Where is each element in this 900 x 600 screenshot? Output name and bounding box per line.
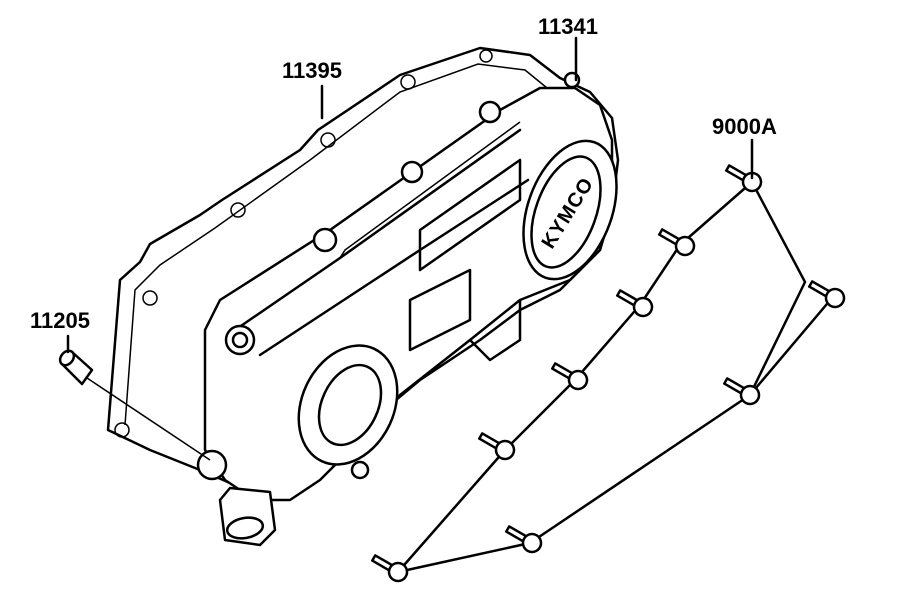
gasket-hole xyxy=(400,74,416,90)
part-label-11341: 11341 xyxy=(538,14,598,39)
gasket-hole xyxy=(114,422,130,438)
dowel-pin-11205 xyxy=(58,349,211,461)
part-label-11205: 11205 xyxy=(30,308,90,333)
bolt xyxy=(658,228,696,257)
cover-11395: KYMCO xyxy=(196,71,618,547)
bolt xyxy=(478,432,516,461)
leader-line xyxy=(86,377,211,461)
bolt xyxy=(551,362,589,391)
bolt xyxy=(616,289,654,318)
bolt xyxy=(371,554,409,583)
bolt xyxy=(505,525,543,554)
gasket-hole xyxy=(230,202,246,218)
gasket-hole xyxy=(320,132,336,148)
mounting-lug xyxy=(196,449,228,481)
bolt xyxy=(725,164,763,193)
mounting-lug xyxy=(478,100,502,124)
mounting-lug xyxy=(400,160,424,184)
gasket-hole xyxy=(142,290,158,306)
mounting-lug xyxy=(312,227,338,253)
bolt xyxy=(808,280,846,309)
bolt xyxy=(723,377,761,406)
part-label-9000A: 9000A xyxy=(712,114,777,139)
bolt-group-9000A xyxy=(371,164,846,583)
part-label-11395: 11395 xyxy=(282,58,342,83)
mounting-lug xyxy=(224,324,256,356)
clutch-cover-boss xyxy=(522,139,618,281)
gasket-hole xyxy=(479,49,493,63)
